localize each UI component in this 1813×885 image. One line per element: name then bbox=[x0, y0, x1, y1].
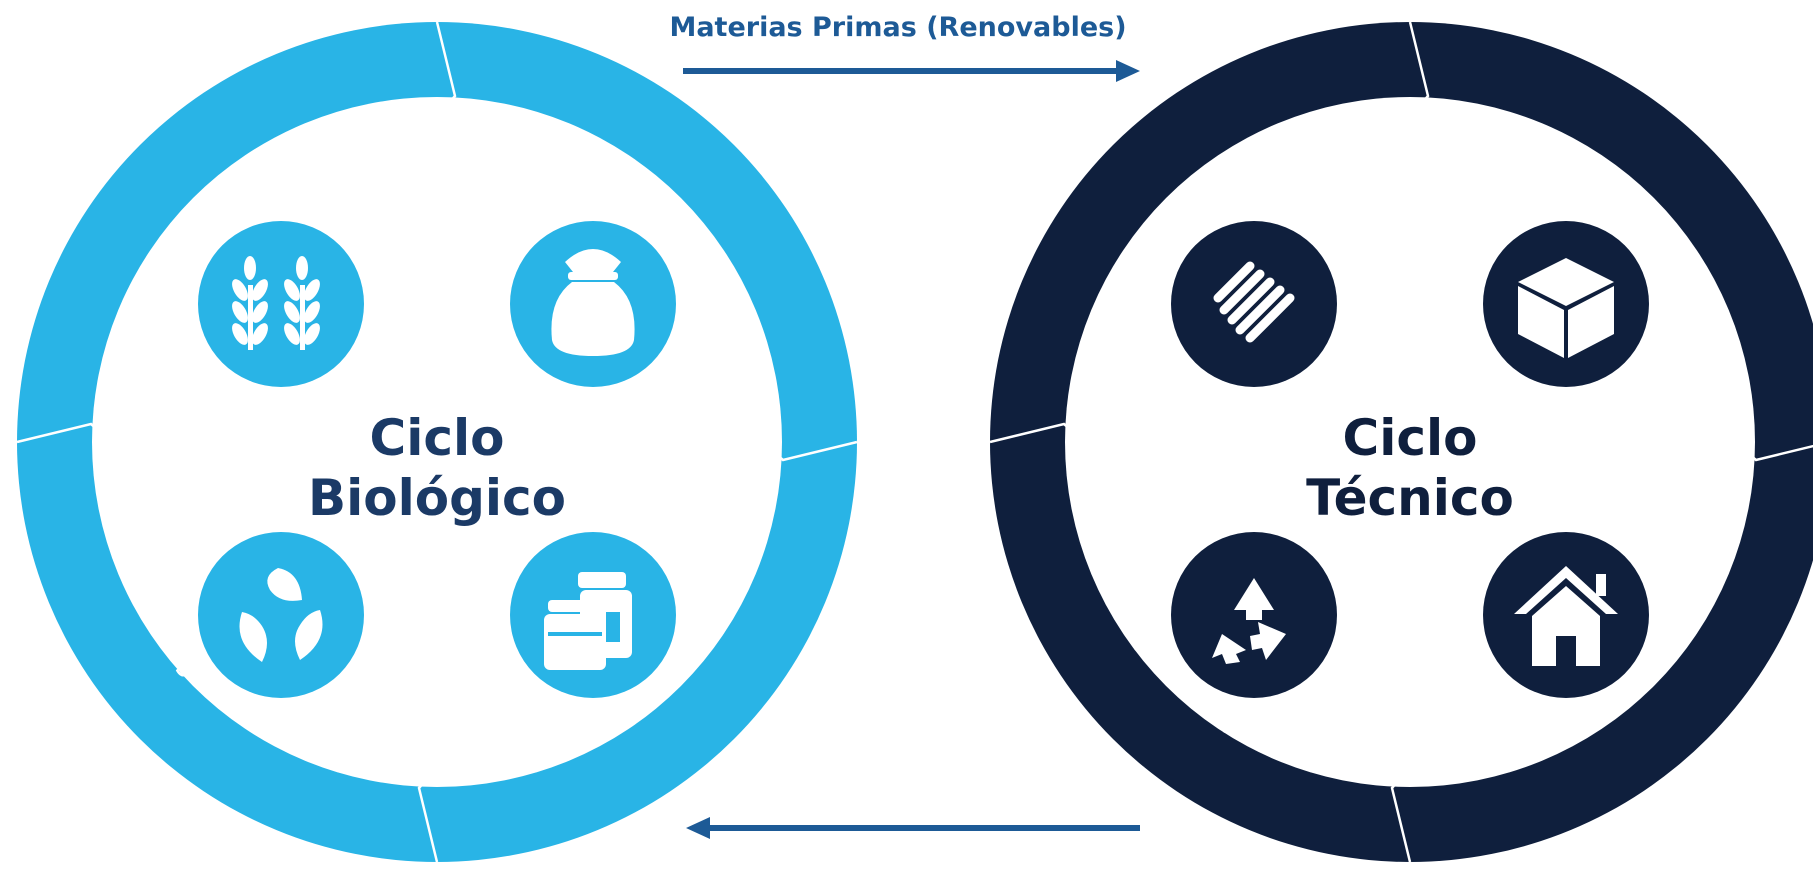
wheat-icon bbox=[198, 221, 364, 387]
cube-icon bbox=[1483, 221, 1649, 387]
arrow-left bbox=[686, 817, 1140, 839]
leaf-cycle-icon bbox=[198, 532, 364, 698]
arrow-right bbox=[683, 60, 1140, 82]
biological-cycle: Producción de Materias Primas Biológicas… bbox=[16, 21, 858, 863]
containers-icon bbox=[510, 532, 676, 698]
tech-title-line1: Ciclo bbox=[1343, 409, 1478, 467]
technical-cycle: Síntesis de Materias Primas Productos Us… bbox=[989, 21, 1813, 863]
house-icon bbox=[1483, 532, 1649, 698]
bio-title-line2: Biológico bbox=[308, 469, 566, 527]
sack-icon bbox=[510, 221, 676, 387]
recycle-icon bbox=[1171, 532, 1337, 698]
bio-dividers bbox=[16, 21, 858, 863]
raw-materials-label: Materias Primas (Renovables) bbox=[669, 12, 1126, 43]
bio-title-line1: Ciclo bbox=[370, 409, 505, 467]
coil-icon bbox=[1171, 221, 1337, 387]
tech-title-line2: Técnico bbox=[1306, 469, 1514, 527]
tech-dividers bbox=[989, 21, 1813, 863]
